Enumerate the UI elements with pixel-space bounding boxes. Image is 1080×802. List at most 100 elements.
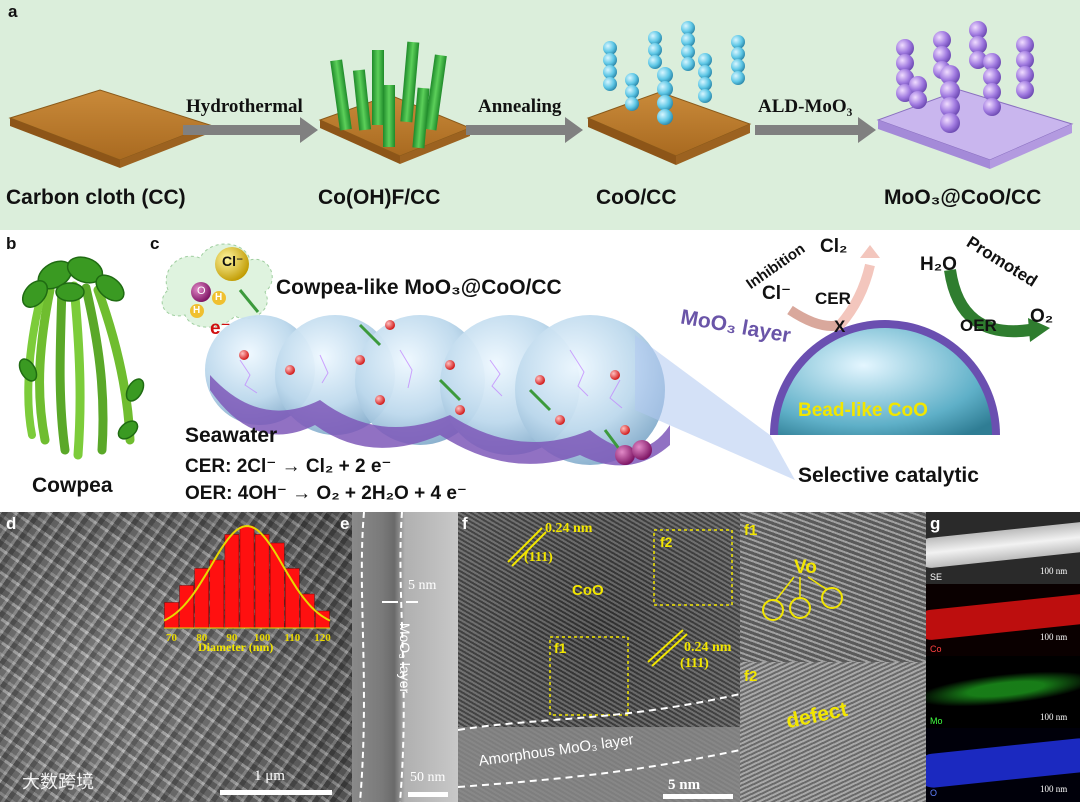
hydrogen-label-2: H [193, 305, 201, 316]
panel-b-letter: b [6, 234, 17, 253]
region-box-f1 [549, 636, 629, 716]
hydrogen-atom [212, 291, 226, 305]
moo3-bead [969, 36, 987, 54]
coo-bead [657, 67, 673, 83]
oxygen-vacancy-label: Vo [794, 557, 817, 578]
moo3-bead [983, 53, 1001, 71]
coo-bead [657, 81, 673, 97]
moo3-bead [969, 51, 987, 69]
moo3-bead [1016, 81, 1034, 99]
map-tag-mo: Mo [930, 716, 943, 726]
step-label-cooh: Co(OH)F/CC [318, 186, 441, 209]
panel-f-letter: f [462, 514, 468, 533]
map-tag-o: O [930, 788, 938, 798]
arrow-label-annealing: Annealing [478, 96, 562, 117]
coo-bead [625, 85, 639, 99]
panel-f-coo-label: CoO [572, 582, 604, 599]
diffusion-arrows [238, 289, 622, 451]
panel-d-scale-label: 1 μm [254, 768, 285, 784]
panel-e-boundary [359, 512, 418, 802]
histogram-bar [194, 568, 210, 629]
coo-bead [681, 45, 695, 59]
rod [412, 87, 430, 149]
oer-equation: OER: 4OH⁻ → O₂ + 2H₂O + 4 e⁻ [185, 483, 467, 504]
hydrogen-label-1: H [215, 292, 223, 303]
electron-label: e⁻ [210, 318, 231, 339]
coo-bead [698, 89, 712, 103]
panel-d-sem-image [0, 512, 352, 802]
coo-bead [731, 71, 745, 85]
panel-f1-image [740, 512, 926, 662]
histogram-tick-label: 120 [314, 632, 331, 644]
coo-bead [681, 33, 695, 47]
map-scale-se: 100 nm [1040, 566, 1068, 576]
coo-bead [681, 21, 695, 35]
step-label-moo3: MoO₃@CoO/CC [884, 186, 1042, 209]
coo-bead [731, 47, 745, 61]
panel-f-scale-label: 5 nm [668, 777, 701, 793]
watermark: 大数跨境 [22, 772, 94, 792]
panel-f2-image [740, 662, 926, 802]
product-oxygen [615, 445, 635, 465]
map-scale-o: 100 nm [1040, 784, 1068, 794]
coo-bead [648, 43, 662, 57]
coo-bead [625, 97, 639, 111]
moo3-bead [896, 54, 914, 72]
moo3-bead [896, 39, 914, 57]
arrow-ald [755, 117, 876, 143]
histogram-tick-label: 70 [166, 632, 178, 644]
coo-bead [603, 41, 617, 55]
moo3-bead [933, 31, 951, 49]
vacancy-circle [821, 587, 843, 609]
coo-bead [603, 77, 617, 91]
rod [372, 50, 384, 125]
rod [383, 85, 395, 147]
map-scale-mo: 100 nm [1040, 712, 1068, 722]
cracks [239, 349, 623, 409]
map-scale-co: 100 nm [1040, 632, 1068, 642]
moo3-bead [1016, 51, 1034, 69]
carbon-cloth-1 [8, 89, 212, 161]
chloride-ion [215, 247, 249, 281]
coo-bead [698, 77, 712, 91]
coo-bead [731, 35, 745, 49]
panel-g-map-co [926, 584, 1080, 656]
panel-e-thickness: 5 nm [408, 578, 437, 593]
rod [424, 54, 447, 131]
panel-c-letter: c [150, 234, 160, 253]
oer-arrow [944, 269, 1031, 338]
coo-bead [603, 53, 617, 67]
panel-e-scale-label: 50 nm [410, 770, 446, 785]
histogram-tick-label: 80 [196, 632, 208, 644]
moo3-bead [1016, 36, 1034, 54]
panel-f-spacing-1: 0.24 nm [545, 521, 593, 536]
histogram-fit-curve [163, 525, 331, 622]
cer-arrow-up [836, 263, 875, 329]
coo-bead [648, 31, 662, 45]
panel-f2-label: f2 [744, 668, 758, 685]
panel-f1-label: f1 [744, 522, 758, 539]
panel-f-spacing-2: 0.24 nm [684, 640, 732, 655]
cl2-label: Cl₂ [820, 236, 848, 257]
cowpea-title: Cowpea-like MoO₃@CoO/CC [276, 276, 562, 299]
moo3-bead [983, 83, 1001, 101]
arrow-label-ald: ALD-MoO₃ [758, 96, 853, 117]
seawater-label: Seawater [185, 424, 278, 447]
panel-d-letter: d [6, 514, 17, 533]
panel-a-schematic [8, 21, 1074, 169]
panel-g-map-mo [926, 656, 1080, 728]
vacancy-circle [762, 599, 784, 621]
o2-label: O₂ [1030, 306, 1054, 327]
map-tag-co: Co [930, 644, 942, 654]
moo3-bead [909, 91, 927, 109]
coo-bead [648, 55, 662, 69]
coo-bead [698, 65, 712, 79]
histogram-bar [209, 559, 225, 629]
panel-g-map-o [926, 728, 1080, 802]
coo-bead [731, 59, 745, 73]
coo-bead [625, 73, 639, 87]
cer-arrow [787, 305, 842, 331]
panel-d-scale-bar [220, 790, 332, 795]
inhibit-x-mark: X [834, 317, 846, 336]
